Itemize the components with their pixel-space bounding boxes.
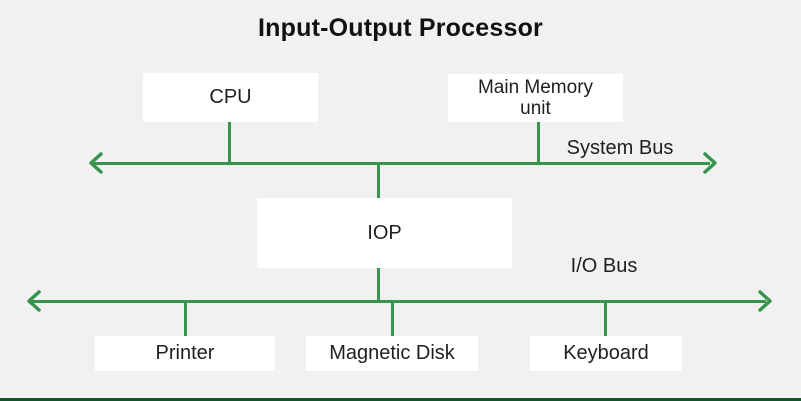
main-memory-label-line1: Main Memory bbox=[477, 77, 594, 98]
diagram-title: Input-Output Processor bbox=[258, 14, 543, 42]
io-bus-line bbox=[30, 300, 766, 303]
main-memory-connector-line bbox=[537, 122, 540, 163]
keyboard-box: Keyboard bbox=[530, 336, 682, 371]
main-memory-box: Main Memory unit bbox=[448, 74, 623, 122]
main-memory-label-line2: unit bbox=[520, 98, 551, 119]
keyboard-connector-line bbox=[604, 302, 607, 336]
system-bus-label: System Bus bbox=[566, 137, 674, 159]
footer-accent-bar bbox=[0, 398, 801, 401]
system-bus-line bbox=[94, 162, 710, 165]
printer-connector-line bbox=[184, 302, 187, 336]
iop-box: IOP bbox=[257, 198, 512, 268]
iop-bottom-connector-line bbox=[377, 268, 380, 301]
magnetic-disk-box: Magnetic Disk bbox=[306, 336, 478, 371]
printer-label: Printer bbox=[155, 342, 215, 364]
cpu-box: CPU bbox=[143, 73, 318, 122]
io-bus-left-arrow-icon bbox=[27, 290, 41, 312]
io-bus-label: I/O Bus bbox=[570, 255, 638, 277]
system-bus-right-arrow-icon bbox=[703, 152, 717, 174]
keyboard-label: Keyboard bbox=[563, 342, 649, 364]
magnetic-disk-connector-line bbox=[391, 302, 394, 336]
iop-top-connector-line bbox=[377, 164, 380, 199]
cpu-label: CPU bbox=[209, 86, 252, 108]
iop-label: IOP bbox=[367, 221, 402, 244]
printer-box: Printer bbox=[95, 336, 275, 371]
magnetic-disk-label: Magnetic Disk bbox=[329, 342, 455, 364]
cpu-connector-line bbox=[228, 122, 231, 163]
system-bus-left-arrow-icon bbox=[89, 152, 103, 174]
io-bus-right-arrow-icon bbox=[758, 290, 772, 312]
